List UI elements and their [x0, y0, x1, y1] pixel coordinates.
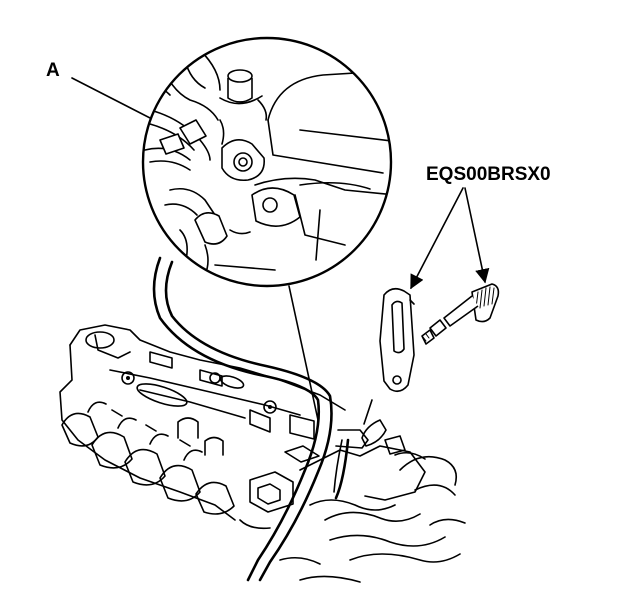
dipstick-tube: [152, 256, 333, 582]
callout-a-label: A: [46, 60, 60, 81]
tool-arrow-handle: [410, 187, 464, 290]
engine-illustration: [59, 324, 466, 583]
magnified-detail: [141, 36, 393, 288]
special-tool: [333, 283, 500, 500]
tool-code-label: EQS00BRSX0: [426, 164, 551, 185]
tool-arrow-bolt: [464, 187, 490, 284]
tool-adapter-bolt: [421, 283, 500, 345]
tool-handle: [379, 287, 415, 393]
